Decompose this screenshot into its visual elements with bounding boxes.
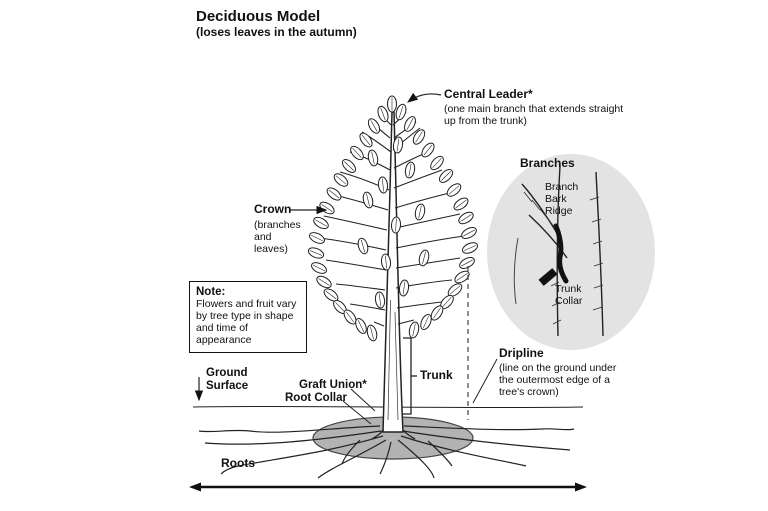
branch-bark-ridge-mark <box>553 223 569 284</box>
trunk-label: Trunk <box>420 368 453 382</box>
crown-label: Crown <box>254 202 292 216</box>
trunk-collar-label: Trunk Collar <box>555 283 583 308</box>
root-collar-pointer-line <box>342 400 372 425</box>
branch-bark-ridge-label: Branch Bark Ridge <box>545 181 579 218</box>
crown-desc: (branches and leaves) <box>254 219 301 256</box>
roots-label: Roots <box>221 456 255 470</box>
dripline-desc: (line on the ground under the outermost … <box>499 362 617 399</box>
trunk-bracket <box>403 337 417 415</box>
roots-illustration <box>198 425 575 479</box>
central-leader-desc: (one main branch that extends straight u… <box>444 103 624 128</box>
graft-union-pointer-line <box>350 388 376 412</box>
trunk-illustration <box>371 111 416 440</box>
central-leader-label: Central Leader* <box>444 87 533 101</box>
page-title: Deciduous Model <box>196 8 321 25</box>
trunk-collar-marker <box>538 268 558 286</box>
dripline-label: Dripline <box>499 346 544 360</box>
graft-union-label: Graft Union* <box>299 379 367 391</box>
central-leader-arrow-icon <box>407 92 442 103</box>
ground-surface-label: Ground Surface <box>206 367 249 393</box>
page-subtitle: (loses leaves in the autumn) <box>196 25 357 39</box>
branches-inset <box>487 154 655 350</box>
root-collar-label: Root Collar <box>285 392 347 404</box>
note-title: Note: <box>196 286 226 298</box>
branches-inset-title: Branches <box>520 156 575 170</box>
dripline-pointer-line <box>472 358 498 404</box>
note-box: Note: Flowers and fruit vary by tree typ… <box>189 281 307 353</box>
roots-extent-arrow-icon <box>189 482 587 492</box>
ground-line <box>192 405 584 409</box>
note-body: Flowers and fruit vary by tree type in s… <box>196 298 297 346</box>
